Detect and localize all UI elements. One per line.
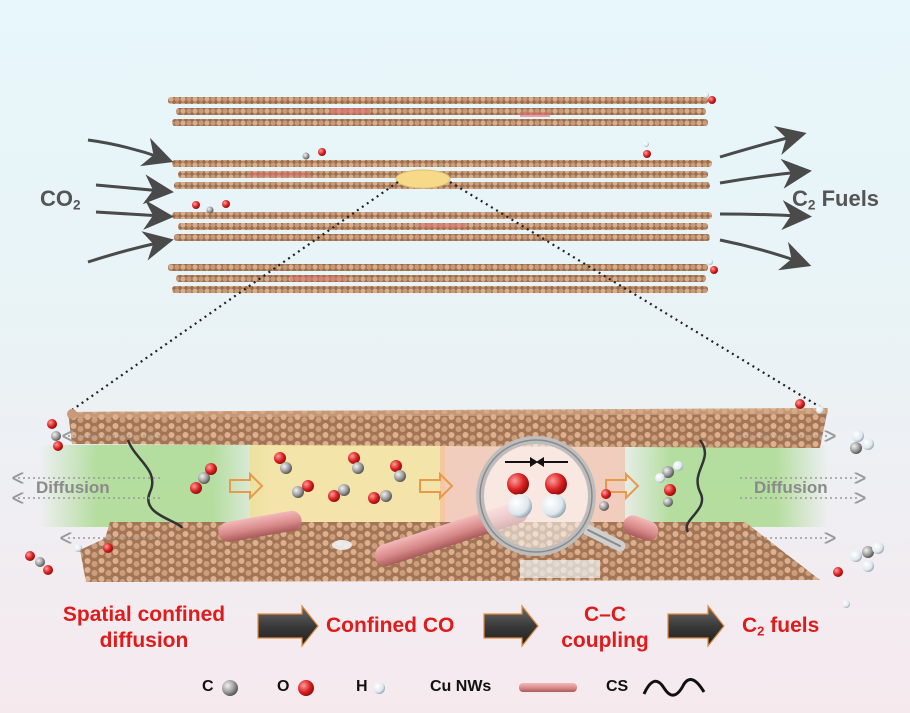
cs-wave-icon — [642, 678, 706, 697]
step-2-label: Confined CO — [326, 614, 455, 637]
layer-3 — [172, 212, 712, 241]
diffusion-right-label: Diffusion — [754, 478, 828, 497]
legend-h-label: H — [356, 678, 368, 695]
layer-2 — [172, 160, 712, 189]
hydrogen-atom-icon — [373, 682, 385, 694]
legend-cs-label: CS — [606, 678, 629, 695]
layer-4 — [168, 264, 708, 293]
c2-fuels-label: C2 Fuels — [792, 186, 880, 213]
flow-arrow-icon — [719, 125, 812, 271]
step-4-label: C2 fuels — [742, 614, 820, 639]
magnifier-icon — [476, 436, 626, 556]
co2-label: CO2 — [40, 186, 81, 213]
legend-o-label: O — [277, 678, 290, 695]
zoom-lines — [71, 181, 826, 411]
cu-nw-icon — [519, 683, 577, 692]
legend-cu-label: Cu NWs — [430, 678, 492, 695]
oxygen-atom-icon — [298, 680, 314, 696]
diffusion-arrows — [18, 436, 860, 538]
cs-wave-icon — [126, 439, 707, 533]
legend: C O H Cu NWs CS — [0, 668, 910, 708]
top-sheet — [67, 408, 828, 448]
molecules — [25, 399, 884, 608]
stacked-layers — [168, 92, 718, 293]
step-arrow-icon — [257, 604, 725, 648]
carbon-atom-icon — [222, 680, 238, 696]
flow-arrow-icon — [87, 137, 174, 264]
layer-1 — [168, 97, 708, 126]
zoom-spot — [395, 169, 451, 189]
legend-c-label: C — [202, 678, 214, 695]
diffusion-left-label: Diffusion — [36, 478, 110, 497]
legend-icons — [222, 678, 706, 697]
